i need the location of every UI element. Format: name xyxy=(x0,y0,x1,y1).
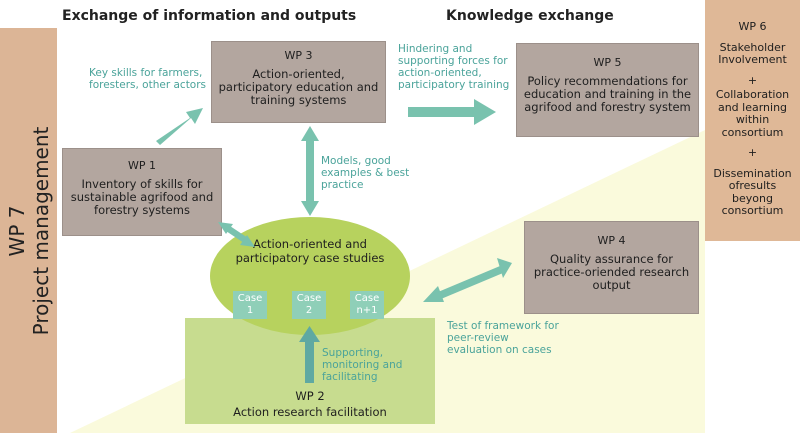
wp6-title: WP 6 xyxy=(738,20,767,33)
wp2-title: WP 2 xyxy=(295,389,325,403)
case-2-number: 2 xyxy=(305,305,313,316)
wp3-title: WP 3 xyxy=(284,49,313,62)
arrow-wp2-to-case-studies xyxy=(299,326,320,383)
annotation-key-skills: Key skills for farmers, foresters, other… xyxy=(89,67,207,91)
wp1-desc: Inventory of skills for sustainable agri… xyxy=(70,177,214,217)
wp6-panel: WP 6 Stakeholder Involvement + Collabora… xyxy=(705,0,800,241)
wp6-collaboration: Collaboration and learning within consor… xyxy=(715,88,790,139)
case-2-label: Case xyxy=(296,293,322,304)
wp4-desc: Quality assurance for practice-oriended … xyxy=(533,252,690,292)
arrow-wp1-to-wp3 xyxy=(156,108,203,145)
wp3-box: WP 3 Action-oriented, participatory educ… xyxy=(211,41,386,123)
arrow-wp3-to-wp5 xyxy=(408,99,496,125)
arrow-wp3-case-studies xyxy=(301,126,319,216)
wp5-box: WP 5 Policy recommendations for educatio… xyxy=(516,43,699,137)
annotation-supporting: Supporting, monitoring and facilitating xyxy=(322,347,403,383)
case-studies-title: Action-oriented and participatory case s… xyxy=(235,237,385,265)
case-1-number: 1 xyxy=(246,305,254,316)
wp4-box: WP 4 Quality assurance for practice-orie… xyxy=(524,221,699,314)
wp4-title: WP 4 xyxy=(597,234,626,247)
wp3-desc: Action-oriented, participatory education… xyxy=(218,67,379,107)
case-1-label: Case xyxy=(237,293,263,304)
heading-exchange-information: Exchange of information and outputs xyxy=(62,8,357,24)
wp1-box: WP 1 Inventory of skills for sustainable… xyxy=(62,148,222,236)
wp5-desc: Policy recommendations for education and… xyxy=(523,74,692,114)
annotation-models: Models, good examples & best practice xyxy=(321,155,410,191)
case-n-number: n+1 xyxy=(356,305,378,316)
annotation-hindering: Hindering and supporting forces for acti… xyxy=(398,43,510,91)
wp2-desc: Action research facilitation xyxy=(233,405,387,419)
arrow-wp1-case-studies xyxy=(218,222,255,247)
case-n: Case n+1 xyxy=(350,291,384,319)
wp6-separator-2: + xyxy=(747,146,758,159)
wp1-title: WP 1 xyxy=(127,159,156,172)
case-1: Case 1 xyxy=(233,291,267,319)
case-2: Case 2 xyxy=(292,291,326,319)
case-n-label: Case xyxy=(354,293,380,304)
wp6-separator-1: + xyxy=(747,73,758,87)
wp5-title: WP 5 xyxy=(593,56,622,69)
wp6-dissemination: Dissemination ofresults beyong consortiu… xyxy=(713,166,792,217)
wp7-bar: WP 7 Project management xyxy=(0,28,57,433)
arrow-wp4-case-studies xyxy=(423,258,512,302)
wp6-stakeholder: Stakeholder Involvement xyxy=(718,40,787,66)
heading-knowledge-exchange: Knowledge exchange xyxy=(446,8,614,24)
annotation-test: Test of framework for peer-review evalua… xyxy=(447,320,559,356)
